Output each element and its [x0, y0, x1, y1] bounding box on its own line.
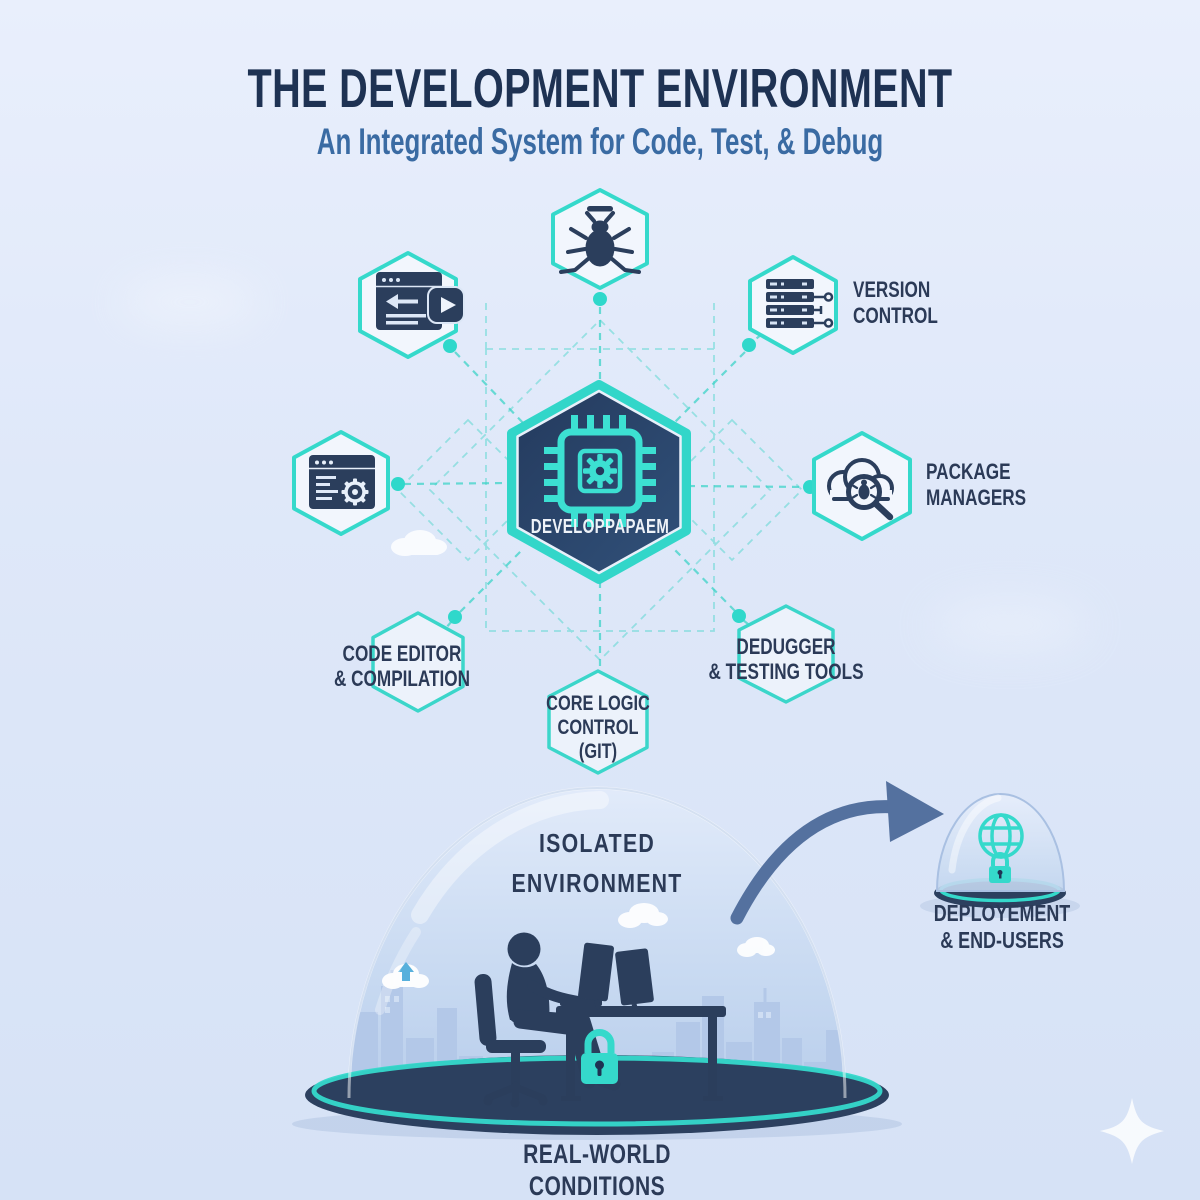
hexagon-node-build-tools — [292, 430, 390, 536]
person-torso — [506, 963, 550, 1020]
label-debugger-testing: DEDUGGER & TESTING TOOLS — [708, 634, 864, 684]
chair-seat — [486, 1040, 546, 1053]
deployment-arrow — [730, 781, 944, 925]
monitor-right — [615, 948, 654, 1006]
code-window-play-icon — [376, 272, 465, 330]
dome-highlight — [411, 791, 609, 924]
person-head — [507, 932, 541, 966]
hexagon-node-testing — [551, 188, 649, 290]
deployment-dome — [920, 793, 1080, 918]
keyboard — [560, 999, 602, 1006]
label-version-control: VERSION CONTROL — [853, 277, 938, 328]
desk-top — [556, 1006, 726, 1017]
sparkle-icon — [1100, 1098, 1164, 1164]
hexagon-center-development — [507, 380, 691, 584]
hexagon-node-debugger — [737, 604, 835, 704]
label-isolated-environment: ISOLATED ENVIRONMENT — [511, 828, 683, 898]
bug-icon — [559, 206, 641, 274]
chip-gear-icon — [544, 415, 656, 527]
dome-base-platter — [305, 1055, 889, 1135]
hexagon-node-package-managers — [812, 431, 912, 541]
chair-back — [474, 974, 497, 1046]
padlock-icon — [581, 1029, 618, 1084]
hexagon-node-code-runner — [358, 251, 465, 359]
small-cloud — [391, 530, 447, 556]
label-code-editor: CODE EDITOR & COMPILATION — [333, 641, 470, 691]
upload-cloud — [382, 962, 429, 989]
up-arrow-icon — [398, 962, 414, 981]
background-cloud — [120, 280, 260, 324]
label-core-logic: CORE LOGIC CONTROL (GIT) — [546, 692, 650, 763]
label-deployment-end-users: DEPLOYEMENT & END-USERS — [933, 900, 1071, 953]
dome-cloud — [618, 903, 775, 957]
padlock-icon — [989, 852, 1011, 883]
label-package-managers: PACKAGE MANAGERS — [926, 459, 1027, 510]
connector-dots — [391, 292, 817, 624]
globe-icon — [978, 813, 1024, 859]
background-cloud — [930, 600, 1090, 650]
server-branch-icon — [766, 279, 834, 328]
hexagon-node-core-logic — [547, 669, 649, 775]
page-title: THE DEVELOPMENT ENVIRONMENT — [247, 57, 953, 119]
cloud-search-bug-icon — [827, 458, 894, 521]
label-real-world-conditions: REAL-WORLD CONDITIONS — [523, 1139, 671, 1200]
isolated-environment-dome — [292, 786, 902, 1140]
page-subtitle: An Integrated System for Code, Test, & D… — [316, 121, 884, 162]
arrowhead — [886, 781, 944, 842]
hexagon-node-code-editor — [371, 611, 465, 713]
browser-gear-icon — [309, 455, 375, 509]
center-node-label: DEVELOPPAPAEM — [530, 516, 670, 538]
developer-at-desk — [474, 932, 726, 1108]
hexagon-node-version-control — [748, 255, 838, 355]
monitor-left — [578, 942, 614, 1002]
